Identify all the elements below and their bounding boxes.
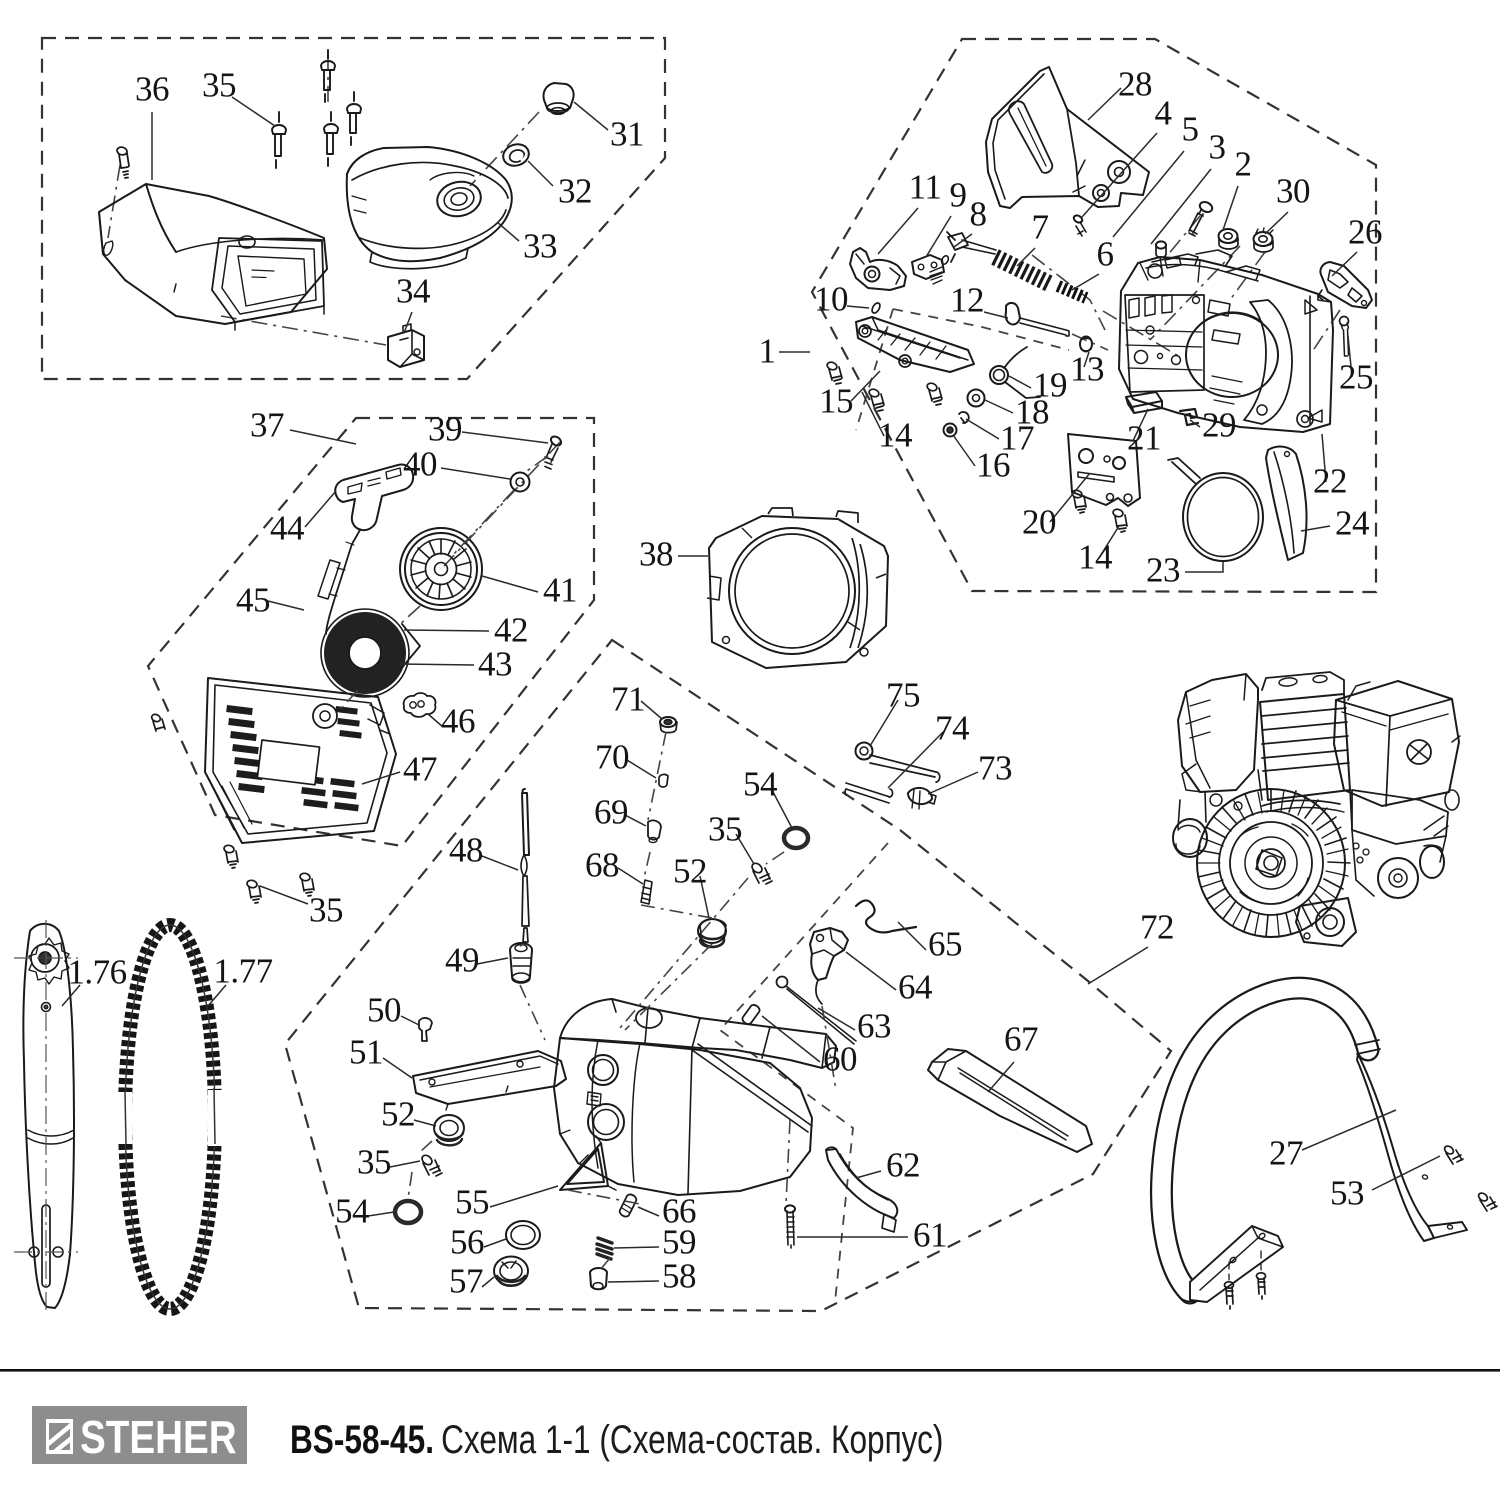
svg-text:15: 15: [819, 382, 853, 421]
svg-text:68: 68: [585, 846, 619, 885]
svg-text:34: 34: [396, 272, 430, 311]
svg-text:49: 49: [445, 941, 479, 980]
svg-text:54: 54: [335, 1192, 369, 1231]
svg-text:26: 26: [1348, 213, 1382, 252]
svg-text:6: 6: [1097, 235, 1114, 274]
svg-text:18: 18: [1015, 393, 1049, 432]
svg-text:21: 21: [1127, 419, 1161, 458]
svg-text:53: 53: [1330, 1174, 1364, 1213]
svg-text:70: 70: [595, 738, 629, 777]
svg-text:65: 65: [928, 925, 962, 964]
svg-text:36: 36: [135, 70, 169, 109]
svg-text:STEHER: STEHER: [80, 1412, 237, 1463]
svg-text:29: 29: [1202, 406, 1236, 445]
svg-text:2: 2: [1235, 145, 1252, 184]
svg-text:4: 4: [1155, 94, 1172, 133]
svg-text:12: 12: [950, 281, 984, 320]
svg-text:74: 74: [935, 709, 969, 748]
svg-text:52: 52: [381, 1095, 415, 1134]
svg-text:56: 56: [450, 1223, 484, 1262]
svg-text:71: 71: [611, 680, 645, 719]
svg-text:57: 57: [449, 1262, 483, 1301]
svg-text:28: 28: [1118, 65, 1152, 104]
svg-text:1: 1: [759, 332, 776, 371]
svg-text:48: 48: [449, 831, 483, 870]
svg-text:61: 61: [913, 1216, 947, 1255]
svg-text:60: 60: [823, 1040, 857, 1079]
svg-text:35: 35: [309, 891, 343, 930]
svg-text:17: 17: [1000, 419, 1034, 458]
svg-text:35: 35: [202, 66, 236, 105]
svg-text:41: 41: [543, 571, 577, 610]
svg-text:33: 33: [523, 227, 557, 266]
svg-text:35: 35: [357, 1143, 391, 1182]
svg-text:31: 31: [610, 115, 644, 154]
svg-text:37: 37: [250, 406, 284, 445]
svg-text:40: 40: [403, 445, 437, 484]
svg-text:54: 54: [743, 765, 777, 804]
svg-text:35: 35: [708, 810, 742, 849]
svg-text:73: 73: [978, 749, 1012, 788]
svg-text:13: 13: [1070, 350, 1104, 389]
svg-text:5: 5: [1182, 110, 1199, 149]
svg-text:59: 59: [662, 1223, 696, 1262]
svg-text:9: 9: [950, 176, 967, 215]
svg-text:3: 3: [1209, 128, 1226, 167]
svg-text:66: 66: [662, 1192, 696, 1231]
svg-text:32: 32: [558, 172, 592, 211]
svg-text:25: 25: [1339, 358, 1373, 397]
svg-text:75: 75: [886, 676, 920, 715]
svg-text:16: 16: [976, 446, 1010, 485]
svg-text:72: 72: [1140, 908, 1174, 947]
svg-text:11: 11: [909, 168, 942, 207]
svg-text:46: 46: [441, 702, 475, 741]
svg-text:10: 10: [814, 280, 848, 319]
svg-text:43: 43: [478, 645, 512, 684]
svg-text:39: 39: [428, 410, 462, 449]
svg-text:19: 19: [1033, 366, 1067, 405]
svg-text:51: 51: [349, 1033, 383, 1072]
svg-text:23: 23: [1146, 551, 1180, 590]
svg-text:22: 22: [1313, 462, 1347, 501]
svg-text:62: 62: [886, 1146, 920, 1185]
svg-text:8: 8: [970, 195, 987, 234]
svg-text:52: 52: [673, 852, 707, 891]
svg-text:44: 44: [270, 509, 304, 548]
svg-text:50: 50: [367, 991, 401, 1030]
svg-text:69: 69: [594, 793, 628, 832]
svg-text:20: 20: [1022, 503, 1056, 542]
svg-text:30: 30: [1276, 172, 1310, 211]
svg-text:67: 67: [1004, 1020, 1038, 1059]
svg-text:45: 45: [236, 581, 270, 620]
svg-text:47: 47: [403, 750, 437, 789]
svg-text:38: 38: [639, 535, 673, 574]
svg-text:58: 58: [662, 1257, 696, 1296]
svg-text:42: 42: [494, 611, 528, 650]
svg-text:1.77: 1.77: [213, 952, 272, 991]
svg-text:BS-58-45.Схема 1-1 (Схема-сост: BS-58-45.Схема 1-1 (Схема-состав. Корпус…: [290, 1416, 943, 1461]
svg-text:27: 27: [1269, 1134, 1303, 1173]
svg-text:14: 14: [878, 416, 912, 455]
svg-text:64: 64: [898, 968, 932, 1007]
svg-text:14: 14: [1078, 538, 1112, 577]
svg-text:55: 55: [455, 1183, 489, 1222]
svg-text:24: 24: [1335, 504, 1369, 543]
svg-text:7: 7: [1032, 208, 1049, 247]
svg-text:1.76: 1.76: [67, 953, 126, 992]
svg-text:63: 63: [857, 1007, 891, 1046]
